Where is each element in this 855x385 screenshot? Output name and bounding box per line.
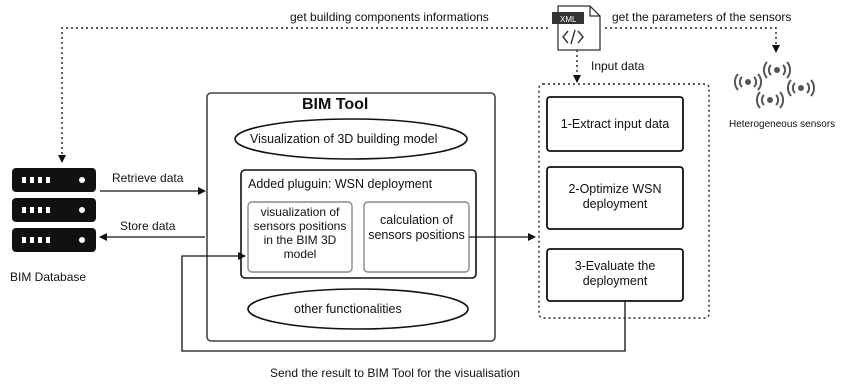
viz-3d-label: Visualization of 3D building model — [250, 132, 438, 146]
feedback-loop-arrow — [181, 252, 626, 352]
viz-sensors-box — [247, 201, 353, 273]
calc-positions-label: calculation of sensors positions — [368, 213, 465, 242]
connector-get-building-components — [58, 27, 548, 163]
step-1-label: 1-Extract input data — [560, 117, 670, 131]
plugin-title: Added pluguin: WSN deployment — [248, 177, 433, 191]
top-left-label: get building components informations — [290, 10, 489, 24]
heterogeneous-sensors-icon — [734, 61, 815, 109]
bim-tool-title: BIM Tool — [302, 96, 369, 113]
database-label: BIM Database — [10, 270, 87, 284]
retrieve-data-label: Retrieve data — [112, 171, 184, 185]
other-functionalities-ellipse — [247, 288, 469, 330]
other-functionalities-label: other functionalities — [294, 302, 402, 316]
step-2-label: 2-Optimize WSN deployment — [568, 182, 662, 211]
sensors-label: Heterogeneous sensors — [729, 119, 836, 130]
viz-sensors-label: visualization of sensors positions in th… — [253, 205, 347, 261]
xml-file-icon — [552, 5, 601, 51]
step-2-box — [546, 166, 684, 230]
xml-label: XML — [560, 15, 577, 24]
database-server-icon — [12, 168, 96, 252]
step-3-label: 3-Evaluate the deployment — [574, 259, 656, 288]
input-data-label: Input data — [591, 59, 645, 73]
viz-3d-ellipse — [234, 118, 468, 160]
top-right-label: get the parameters of the sensors — [612, 10, 792, 24]
bottom-label: Send the result to BIM Tool for the visu… — [270, 366, 520, 380]
step-3-box — [546, 248, 684, 302]
store-data-label: Store data — [120, 219, 176, 233]
connector-get-sensor-parameters — [605, 27, 780, 53]
step-1-box — [546, 96, 684, 152]
